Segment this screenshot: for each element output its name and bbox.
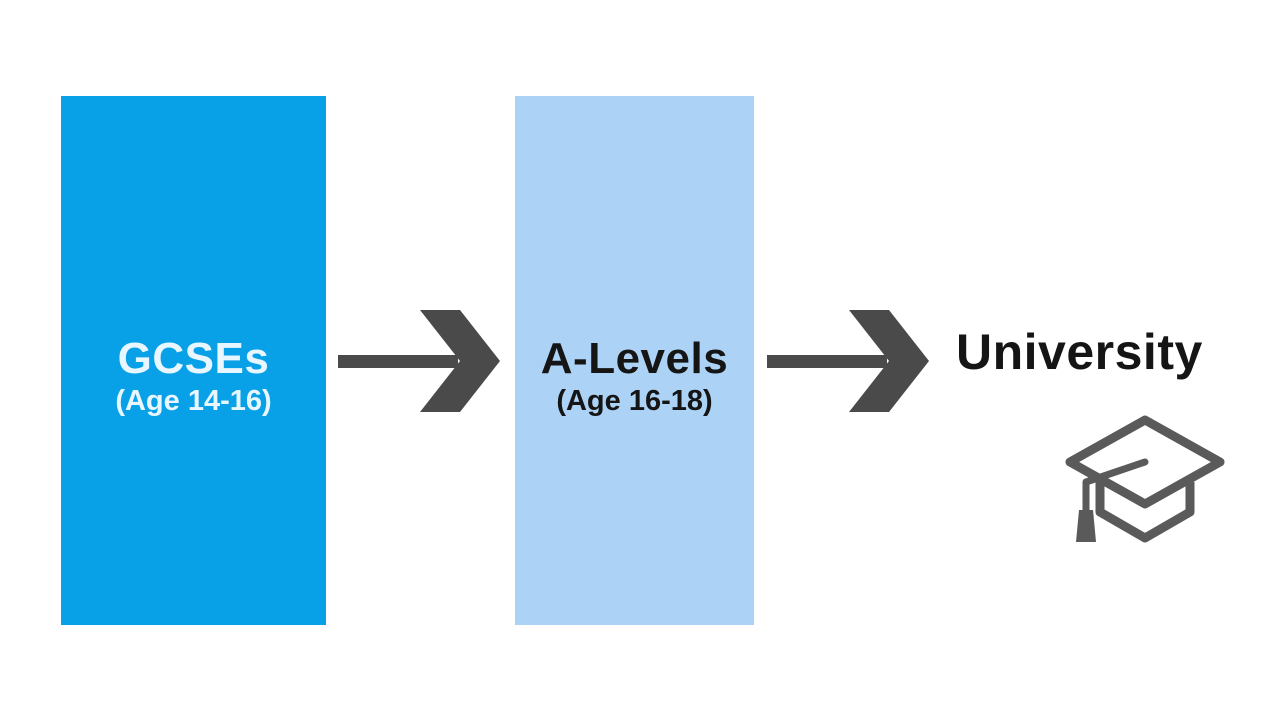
arrow-right-icon xyxy=(338,310,500,412)
stage-gcses: GCSEs (Age 14-16) xyxy=(61,96,326,625)
stage-a-levels: A-Levels (Age 16-18) xyxy=(515,96,754,625)
graduation-cap-icon xyxy=(1065,415,1225,543)
stage-a-levels-age: (Age 16-18) xyxy=(556,385,713,418)
destination-university: University xyxy=(956,324,1203,380)
stage-a-levels-title: A-Levels xyxy=(540,334,729,383)
stage-gcses-title: GCSEs xyxy=(117,334,270,383)
stage-gcses-age: (Age 14-16) xyxy=(115,385,272,418)
arrow-right-icon xyxy=(767,310,929,412)
